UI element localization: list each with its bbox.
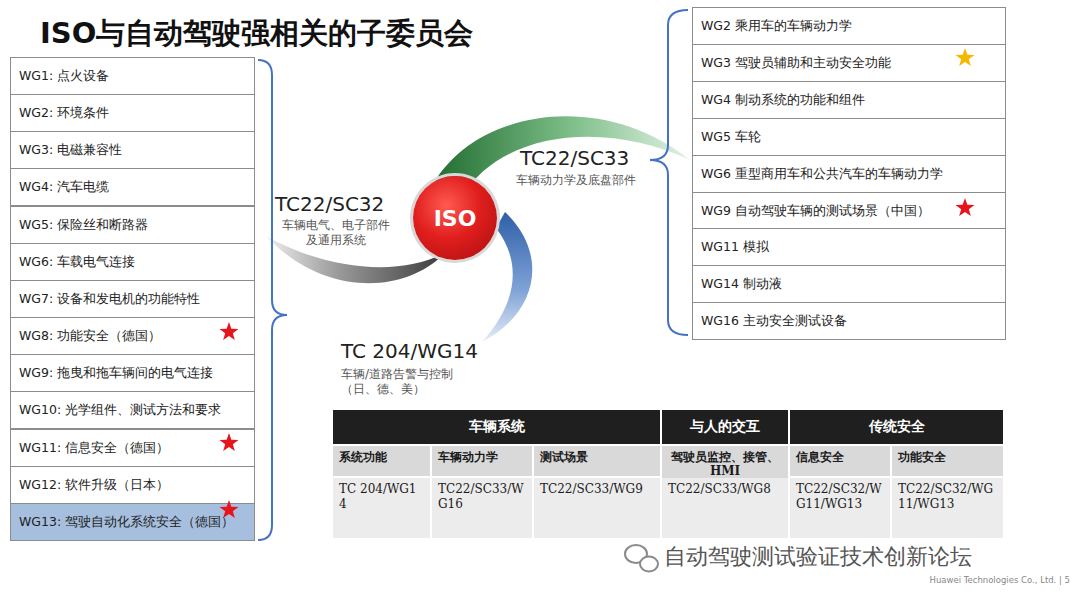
working-group-box: WG2 乘用车的车辆动力学 (692, 7, 1006, 45)
committee-code: TC22/SC33 (520, 146, 660, 172)
working-group-box: WG13: 驾驶自动化系统安全（德国） (10, 503, 255, 541)
working-group-text: WG11: 信息安全（德国） (19, 440, 254, 457)
table-cell: TC22/SC33/WG9 (534, 478, 662, 538)
iso-text: ISO (434, 206, 477, 231)
table-cell: TC22/SC33/WG16 (432, 478, 534, 538)
committee-scope: 车辆电气、电子部件 及通用系统 (280, 218, 392, 250)
committee-scope: （日、德、美） (341, 381, 501, 398)
working-group-box: WG4 制动系统的功能和组件 (692, 81, 1006, 119)
wechat-icon (625, 545, 647, 563)
working-group-text: WG2 乘用车的车辆动力学 (701, 18, 1005, 35)
working-group-text: WG4: 汽车电缆 (19, 179, 254, 196)
table-cell: TC22/SC32/WG11/WG13 (790, 478, 892, 538)
working-group-box: WG3: 电磁兼容性 (10, 131, 255, 169)
working-group-box: WG5 车轮 (692, 118, 1006, 156)
working-group-box: WG9: 拖曳和拖车辆间的电气连接 (10, 354, 255, 392)
committee-code: TC 204/WG14 (341, 339, 501, 365)
working-group-box: WG5: 保险丝和断路器 (10, 206, 255, 244)
working-group-text: WG2: 环境条件 (19, 105, 254, 122)
working-group-text: WG5 车轮 (701, 129, 1005, 146)
working-group-box: WG16 主动安全测试设备 (692, 302, 1006, 340)
working-group-text: WG3 驾驶员辅助和主动安全功能 (701, 55, 1005, 72)
working-group-text: WG9: 拖曳和拖车辆间的电气连接 (19, 365, 254, 382)
working-group-box: WG11 模拟 (692, 228, 1006, 266)
working-group-box: WG4: 汽车电缆 (10, 168, 255, 206)
working-group-box: WG6 重型商用车和公共汽车的车辆动力学 (692, 155, 1006, 193)
working-group-box: WG14 制动液 (692, 265, 1006, 303)
working-group-text: WG7: 设备和发电机的功能特性 (19, 291, 254, 308)
working-group-text: WG5: 保险丝和断路器 (19, 217, 254, 234)
committee-scope: 车辆/道路告警与控制 (341, 366, 501, 383)
table-cell: TC 204/WG14 (333, 478, 432, 538)
working-group-box: WG9 自动驾驶车辆的测试场景（中国） (692, 192, 1006, 230)
table-cell: TC22/SC32/WG11/WG13 (892, 478, 1005, 538)
working-group-box: WG8: 功能安全（德国） (10, 317, 255, 355)
working-group-text: WG12: 软件升级（日本） (19, 477, 254, 494)
committee-code: TC22/SC32 (275, 192, 405, 218)
working-group-text: WG13: 驾驶自动化系统安全（德国） (19, 514, 254, 531)
working-group-text: WG8: 功能安全（德国） (19, 328, 254, 345)
working-group-text: WG6 重型商用车和公共汽车的车辆动力学 (701, 166, 1005, 183)
working-group-text: WG11 模拟 (701, 239, 1005, 256)
footer-note: Huawei Technologies Co., Ltd. | 5 (880, 575, 1070, 589)
table-subheader: 车辆动力学 (432, 446, 534, 478)
working-group-box: WG6: 车载电气连接 (10, 243, 255, 281)
working-group-text: WG3: 电磁兼容性 (19, 142, 254, 159)
left-brace (258, 60, 287, 540)
working-group-text: WG10: 光学组件、测试方法和要求 (19, 402, 254, 419)
table-subheader: 系统功能 (333, 446, 432, 478)
working-group-box: WG11: 信息安全（德国） (10, 429, 255, 467)
committee-scope: 车辆动力学及底盘部件 (516, 172, 656, 189)
table-subheader: 信息安全 (790, 446, 892, 478)
table-subheader: 功能安全 (892, 446, 1005, 478)
watermark: 自动驾驶测试验证技术创新论坛 (664, 542, 1064, 574)
working-group-box: WG1: 点火设备 (10, 57, 255, 95)
working-group-text: WG16 主动安全测试设备 (701, 313, 1005, 330)
table-header: 与人的交互 (662, 410, 790, 446)
table-header: 传统安全 (790, 410, 1005, 446)
iso-circle: ISO (413, 176, 497, 260)
working-group-text: WG1: 点火设备 (19, 68, 254, 85)
working-group-box: WG12: 软件升级（日本） (10, 466, 255, 504)
slide-title: ISO与自动驾驶强相关的子委员会 (40, 14, 473, 54)
right-brace (650, 10, 688, 335)
working-group-box: WG10: 光学组件、测试方法和要求 (10, 391, 255, 429)
working-group-text: WG14 制动液 (701, 276, 1005, 293)
working-group-box: WG2: 环境条件 (10, 94, 255, 132)
table-header: 车辆系统 (333, 410, 662, 446)
table-subheader: 测试场景 (534, 446, 662, 478)
wechat-icon (640, 557, 658, 572)
table-cell: TC22/SC33/WG8 (662, 478, 790, 538)
working-group-text: WG9 自动驾驶车辆的测试场景（中国） (701, 203, 1005, 220)
working-group-box: WG3 驾驶员辅助和主动安全功能 (692, 44, 1006, 82)
working-group-text: WG4 制动系统的功能和组件 (701, 92, 1005, 109)
working-group-text: WG6: 车载电气连接 (19, 254, 254, 271)
working-group-box: WG7: 设备和发电机的功能特性 (10, 280, 255, 318)
